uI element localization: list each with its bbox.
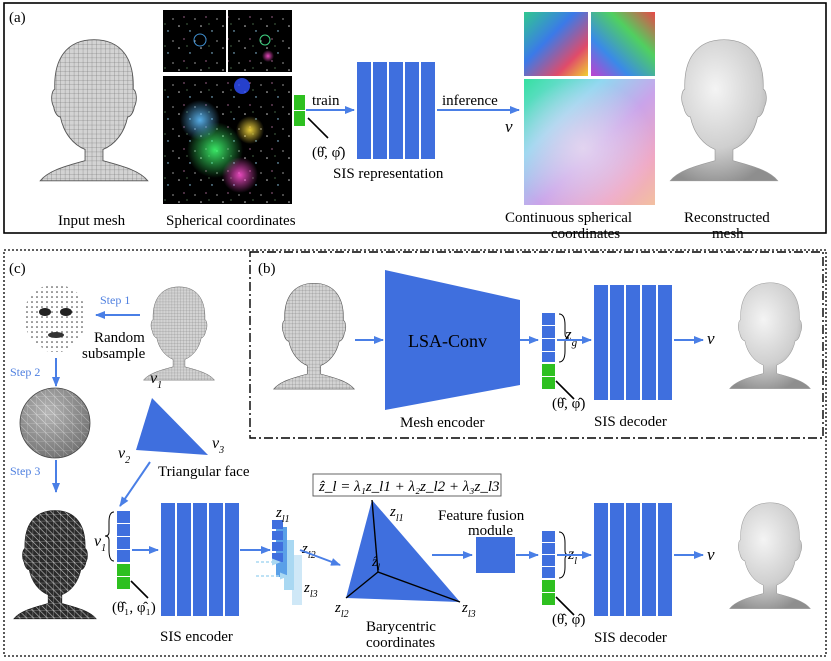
panel-c-label: (c) xyxy=(9,261,26,277)
v1-top-label: v1 xyxy=(150,370,162,391)
v-label-c: v xyxy=(707,545,715,564)
feature-fusion-module xyxy=(476,537,515,573)
sis-decoder-c-label: SIS decoder xyxy=(594,630,667,646)
panel-b-frame xyxy=(249,251,824,439)
panel-c-frame xyxy=(3,249,827,657)
continuous-label-line1: Continuous spherical xyxy=(505,210,632,226)
input-mesh-label: Input mesh xyxy=(58,213,126,229)
sis-decoder-b-label: SIS decoder xyxy=(594,414,667,430)
barycentric-label-line1: Barycentric xyxy=(366,619,436,635)
panel-a-frame xyxy=(3,2,827,234)
v1-left-label: v1 xyxy=(94,533,106,554)
v-label-a: v xyxy=(505,117,513,136)
continuous-spherical-images xyxy=(524,12,655,205)
inference-label: inference xyxy=(442,93,498,109)
step1-label: Step 1 xyxy=(100,293,130,307)
v-label-b: v xyxy=(707,329,715,348)
latent-vector-c xyxy=(542,531,575,616)
theta-phi-1: (θ̂₁, φ̂₁) xyxy=(112,600,156,616)
sis-encoder-blocks xyxy=(161,503,239,616)
reconstructed-label-line1: Reconstructed xyxy=(684,210,770,226)
input-vector-a xyxy=(294,95,329,139)
sis-encoder-label: SIS encoder xyxy=(160,629,233,645)
formula-box xyxy=(312,473,502,497)
zl3-label: zl3 xyxy=(303,580,318,600)
latent-vector-b xyxy=(542,313,575,400)
barycentric-lines xyxy=(345,499,461,603)
point-cloud-face xyxy=(24,285,86,352)
input-mesh-head xyxy=(39,39,149,182)
panel-c-source-head xyxy=(143,286,215,381)
spherical-coordinates-label: Spherical coordinates xyxy=(166,213,296,229)
input-vector-c xyxy=(104,511,149,599)
feature-fusion-label-line2: module xyxy=(468,523,513,539)
latents-to-triangle-arrow xyxy=(299,549,341,566)
sis-representation-blocks xyxy=(357,62,435,159)
sis-decoder-b-blocks xyxy=(594,285,672,400)
triangular-face-label: Triangular face xyxy=(158,464,250,480)
encoder-inner-label: LSA-Conv xyxy=(408,331,487,351)
sis-decoder-c-blocks xyxy=(594,503,672,616)
face-to-vector-arrow xyxy=(119,461,151,507)
latent-stack xyxy=(272,520,302,605)
tri-zl1-label: zl1 xyxy=(389,504,404,524)
sphere-mesh xyxy=(19,387,91,459)
train-label: train xyxy=(312,93,340,109)
z-g-label: zg xyxy=(564,325,578,349)
panel-b-label: (b) xyxy=(258,261,276,277)
zl2-label: zl2 xyxy=(301,541,316,561)
formula-text: ẑ_l = λ₁z_l1 + λ₂z_l2 + λ₃z_l3 xyxy=(318,479,500,495)
tri-zl2-label: zl2 xyxy=(334,600,349,620)
z-l-label: zl xyxy=(567,546,577,567)
theta-phi-b: (θ̂, φ̂) xyxy=(552,396,585,412)
random-label-line2: subsample xyxy=(82,346,146,362)
continuous-label-line2: coordinates xyxy=(551,226,620,242)
panel-c-output-head xyxy=(729,502,811,610)
theta-phi-a: (θ̂, φ̂) xyxy=(312,145,345,161)
feature-fusion-label-line1: Feature fusion xyxy=(438,508,525,524)
panel-c-coarse-head xyxy=(13,510,97,620)
v3-label: v3 xyxy=(212,435,224,456)
sis-representation-label: SIS representation xyxy=(333,166,444,182)
mesh-encoder-label: Mesh encoder xyxy=(400,415,485,431)
center-z-label: ẑl xyxy=(371,555,380,572)
step2-label: Step 2 xyxy=(10,365,40,379)
reconstructed-label-line2: mesh xyxy=(712,226,744,242)
panel-a-label: (a) xyxy=(9,10,26,26)
zl1-label: zl1 xyxy=(275,505,290,525)
v2-label: v2 xyxy=(118,445,130,466)
spherical-coordinates-images xyxy=(163,10,292,204)
mesh-encoder-trapezoid xyxy=(385,270,520,410)
step3-label: Step 3 xyxy=(10,464,40,478)
barycentric-label-line2: coordinates xyxy=(366,635,435,651)
random-label-line1: Random xyxy=(94,330,145,346)
tri-zl3-label: zl3 xyxy=(461,600,476,620)
triangular-face xyxy=(136,398,208,455)
reconstructed-mesh-head xyxy=(669,39,779,182)
theta-phi-c: (θ̂, φ̂) xyxy=(552,612,585,628)
